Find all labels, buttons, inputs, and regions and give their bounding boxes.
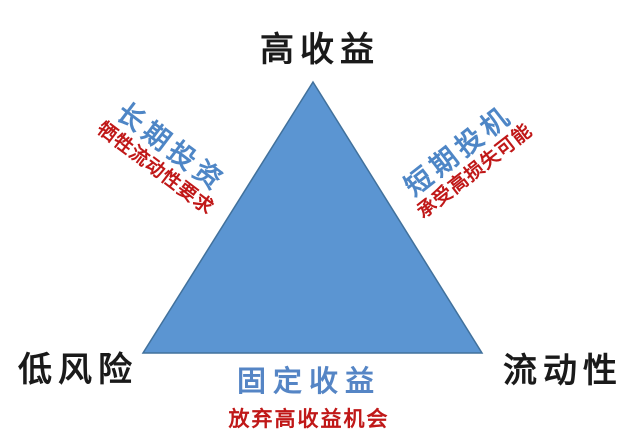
corner-label-high-return: 高收益 xyxy=(260,30,380,70)
bottom-edge-annotation: 固定收益 放弃高收益机会 xyxy=(229,358,390,433)
triangle-polygon xyxy=(141,80,484,354)
bottom-edge-note: 放弃高收益机会 xyxy=(228,406,390,431)
corner-label-liquidity: 流动性 xyxy=(503,351,623,391)
bottom-edge-label: 固定收益 xyxy=(236,364,381,398)
corner-label-low-risk: 低风险 xyxy=(18,350,138,390)
